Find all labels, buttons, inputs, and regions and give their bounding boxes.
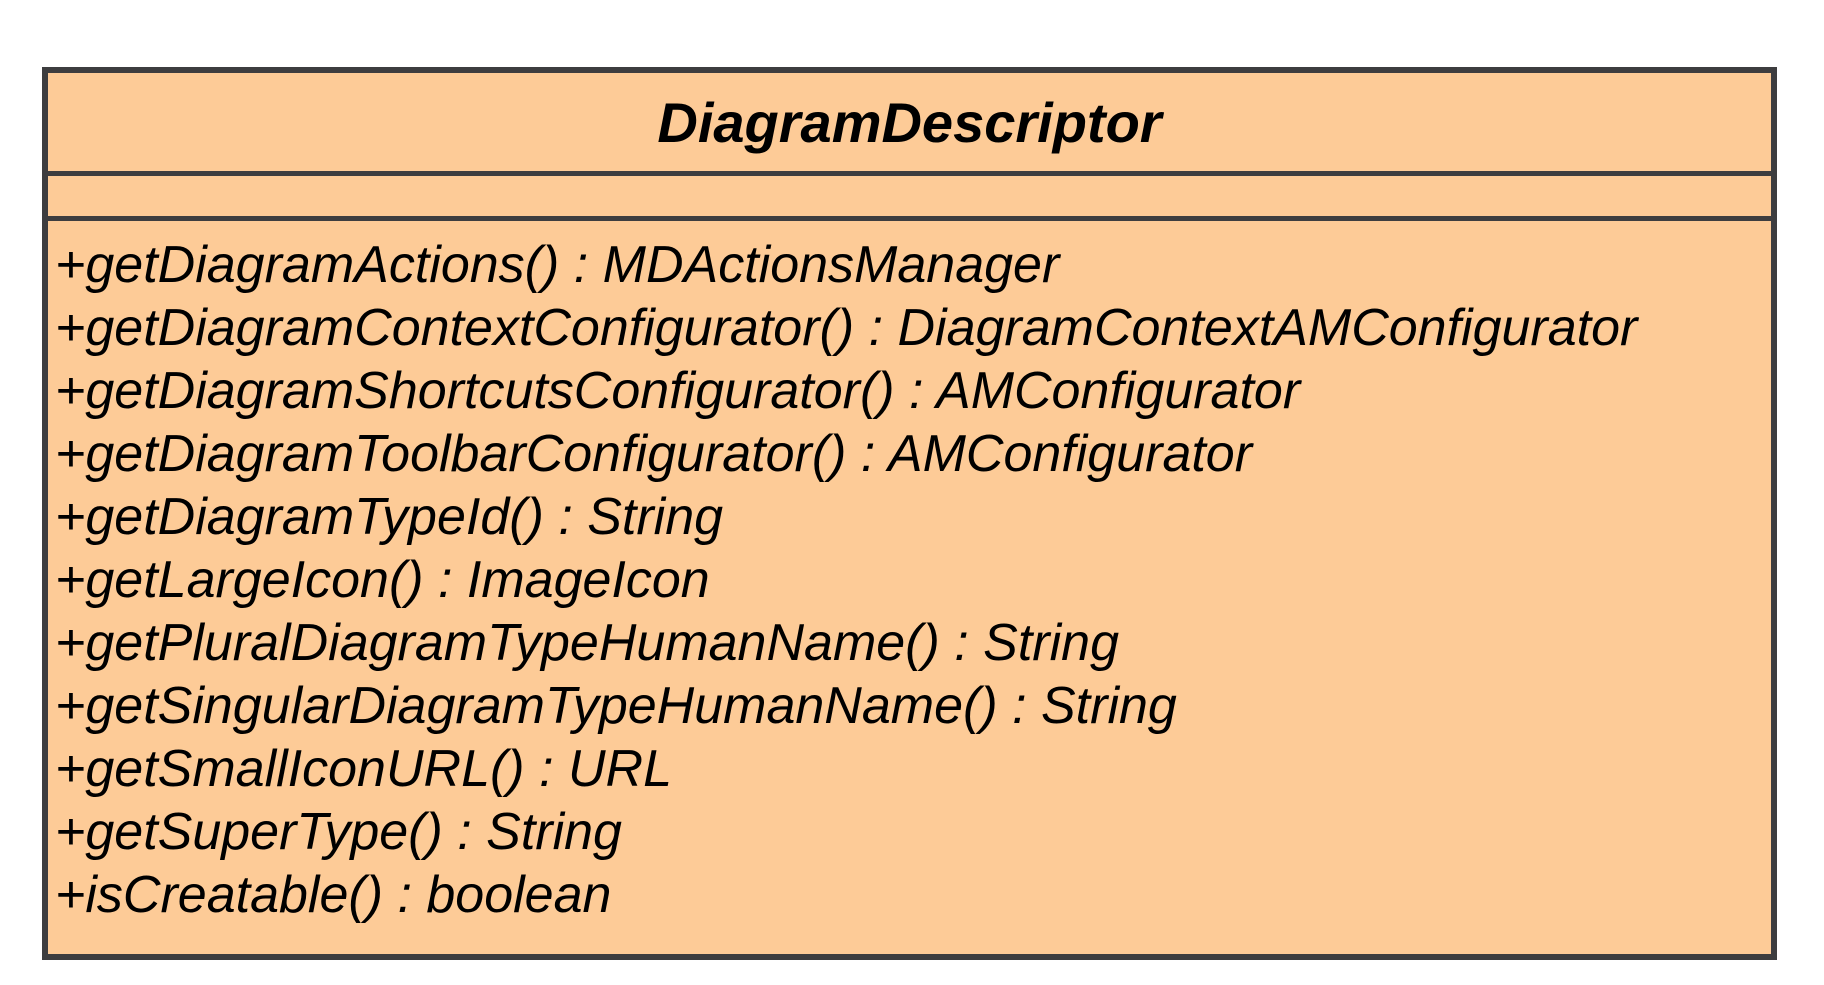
attributes-compartment	[48, 176, 1771, 221]
operations-compartment: +getDiagramActions() : MDActionsManager …	[48, 221, 1771, 954]
operation-item: +getSuperType() : String	[55, 803, 622, 861]
operation-item: +getDiagramTypeId() : String	[55, 488, 724, 546]
operation-item: +getSingularDiagramTypeHumanName() : Str…	[55, 677, 1177, 735]
class-title-compartment: DiagramDescriptor	[48, 73, 1771, 176]
operation-item: +getDiagramActions() : MDActionsManager	[55, 236, 1060, 294]
class-name: DiagramDescriptor	[657, 90, 1162, 154]
operation-item: +getPluralDiagramTypeHumanName() : Strin…	[55, 614, 1119, 672]
uml-class-node[interactable]: DiagramDescriptor +getDiagramActions() :…	[42, 67, 1777, 960]
operation-item: +isCreatable() : boolean	[55, 866, 612, 924]
operation-item: +getDiagramShortcutsConfigurator() : AMC…	[55, 362, 1301, 420]
operation-item: +getLargeIcon() : ImageIcon	[55, 551, 710, 609]
operation-item: +getDiagramToolbarConfigurator() : AMCon…	[55, 425, 1253, 483]
operation-item: +getSmallIconURL() : URL	[55, 740, 672, 798]
operation-item: +getDiagramContextConfigurator() : Diagr…	[55, 299, 1638, 357]
